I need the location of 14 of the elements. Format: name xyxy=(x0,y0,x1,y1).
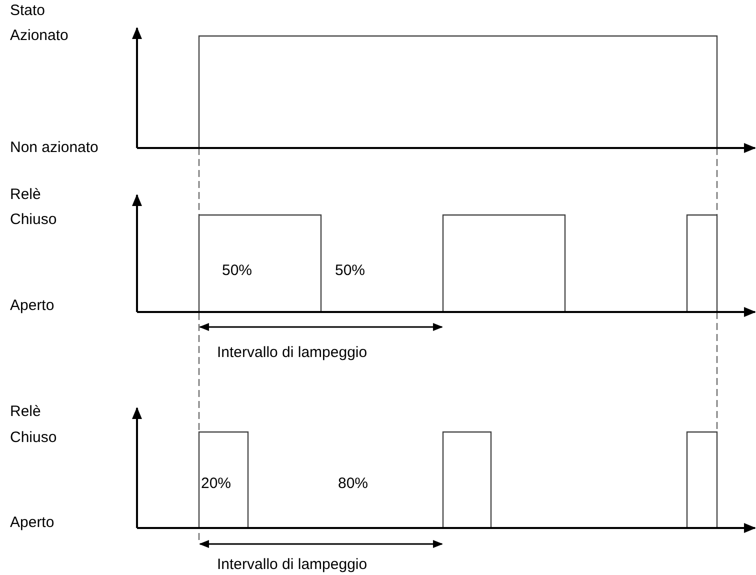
duty-percent: 80% xyxy=(338,475,368,493)
dimension-label: Intervallo di lampeggio xyxy=(217,556,368,574)
axis-label: Stato xyxy=(10,2,46,20)
dimension-label: Intervallo di lampeggio xyxy=(217,344,368,362)
state-label: Chiuso xyxy=(10,429,57,447)
duty-percent: 20% xyxy=(201,475,232,493)
state-label: Aperto xyxy=(10,297,54,315)
state-label: Aperto xyxy=(10,514,54,532)
axis-label: Relè xyxy=(10,403,41,421)
duty-percent: 50% xyxy=(335,262,366,280)
state-label: Chiuso xyxy=(10,211,57,229)
axis-label: Relè xyxy=(10,186,41,204)
state-label: Azionato xyxy=(10,27,68,45)
duty-percent: 50% xyxy=(222,262,252,280)
